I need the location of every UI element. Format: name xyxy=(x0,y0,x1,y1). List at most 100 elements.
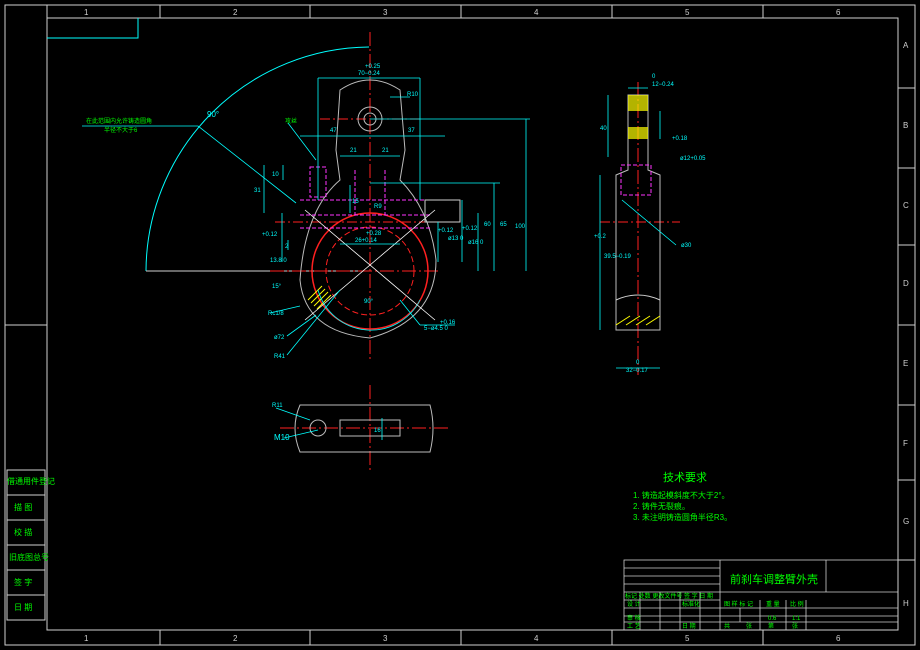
tb-scale-val: 1:1 xyxy=(792,616,801,622)
tb-weight-label: 重 量 xyxy=(766,600,780,608)
top-left-box xyxy=(47,18,139,39)
dim-tol-012a: +0.12 xyxy=(262,232,278,238)
col-label-4b: 4 xyxy=(534,634,539,643)
tech-item-2: 2. 铸件无裂痕。 xyxy=(633,501,690,511)
outer-frame xyxy=(4,4,916,646)
side-table-row-3: 校 描 xyxy=(14,527,32,537)
tech-item-1: 1. 铸造起模斜度不大于2°。 xyxy=(633,490,730,500)
bottom-slot xyxy=(339,419,401,437)
dim-r10: R10 xyxy=(407,92,419,98)
row-label-b: B xyxy=(903,121,908,130)
row-label-h: H xyxy=(903,599,909,608)
dim-tol-012b: +0.12 xyxy=(438,228,454,234)
dim-100: 100 xyxy=(515,224,526,230)
col-label-4: 4 xyxy=(534,8,539,17)
front-view: 90° 在此范围内允许铸造圆角 半径不大于6 攻丝 +0.25 70−0.24 … xyxy=(82,32,530,360)
body-outline xyxy=(299,79,437,339)
dim-138: 13.8 0 xyxy=(270,258,287,264)
dim-15: 15 xyxy=(352,199,359,205)
bottom-dims xyxy=(275,407,383,440)
dim-31: 31 xyxy=(254,188,261,194)
gear-inner xyxy=(325,226,415,316)
tb-std: 标准化 xyxy=(682,600,700,608)
tech-title: 技术要求 xyxy=(663,471,707,484)
zone-ticks xyxy=(5,5,915,645)
col-label-6: 6 xyxy=(836,8,841,17)
dim-21a: 21 xyxy=(350,148,357,154)
col-label-6b: 6 xyxy=(836,634,841,643)
tb-labels-row: 标记 处数 更改文件号 签 字 日 期 xyxy=(625,592,713,600)
dim-tol-028: +0.28 xyxy=(366,231,382,237)
side-view: 0 12−0.24 40 +0.18 ø12+0.05 +0.2 39.5−0.… xyxy=(594,74,706,375)
dim-r41: R41 xyxy=(274,354,286,360)
inner-frame xyxy=(46,17,899,631)
side-hidden xyxy=(620,164,652,196)
casting-arc xyxy=(145,46,370,272)
dim-37: 37 xyxy=(408,128,415,134)
dim-5x: 5−ø4.5 0 xyxy=(424,326,449,332)
break-line xyxy=(615,294,661,301)
tb-scale-label: 比 例 xyxy=(790,600,804,608)
bottom-hole xyxy=(309,419,327,437)
bottom-dim-16: 16 xyxy=(374,428,381,434)
tap-label: 攻丝 xyxy=(285,117,297,125)
title-block xyxy=(623,559,899,631)
side-table-row-6: 日 期 xyxy=(14,603,32,612)
dim-10: 10 xyxy=(272,172,279,178)
gear-circle xyxy=(311,212,429,330)
side-hatch-top xyxy=(628,95,648,111)
side-dim-30: ø30 xyxy=(681,243,692,249)
dim-15deg: 15° xyxy=(272,284,282,290)
hidden-lines xyxy=(300,166,430,229)
dim-72: ø72 xyxy=(274,335,285,341)
side-dim-12b: ø12+0.05 xyxy=(680,156,706,162)
dim-13: ø13 0 xyxy=(448,236,464,242)
dim-2: 2 xyxy=(285,244,289,250)
side-tol-018: +0.18 xyxy=(672,136,688,142)
side-dim-12: 12−0.24 xyxy=(652,82,675,88)
dim-21b: 21 xyxy=(382,148,389,154)
col-label-1: 1 xyxy=(84,8,89,17)
tb-weight-val: 0.6 xyxy=(768,616,777,622)
dim-65: 65 xyxy=(500,222,507,228)
side-dim-32: 32−0.17 xyxy=(626,368,649,374)
side-table-row-5: 签 字 xyxy=(14,577,32,587)
dim-tol-top: +0.25 xyxy=(365,64,381,70)
dim-26: 26+0.14 xyxy=(355,238,378,244)
tb-craft: 工 艺 xyxy=(627,622,641,630)
row-label-d: D xyxy=(903,279,909,288)
tb-date: 日 期 xyxy=(682,622,696,630)
col-label-1b: 1 xyxy=(84,634,89,643)
dim-tol-012c: +0.12 xyxy=(462,226,478,232)
dim-r9: R9 xyxy=(374,204,382,210)
side-table-row-2: 描 图 xyxy=(14,502,32,512)
dimension-lines xyxy=(263,77,530,331)
tb-sheets-unit: 张 xyxy=(746,622,752,630)
dim-rc: Rc1/8 xyxy=(268,311,284,317)
col-label-3b: 3 xyxy=(383,634,388,643)
dim-47: 47 xyxy=(330,128,337,134)
bottom-dim-r11: R11 xyxy=(272,403,283,409)
side-dims xyxy=(599,87,677,369)
row-label-f: F xyxy=(903,439,908,448)
side-dim-40: 40 xyxy=(600,126,607,132)
casting-note: 在此范围内允许铸造圆角 xyxy=(86,117,152,125)
side-tol-0b: 0 xyxy=(636,360,640,366)
row-label-c: C xyxy=(903,201,909,210)
tb-sheet: 第 xyxy=(768,622,774,630)
bottom-dim-m10: M10 xyxy=(274,433,290,442)
side-tol-0: 0 xyxy=(652,74,656,80)
side-dim-39: 39.5−0.19 xyxy=(604,254,632,260)
col-label-2b: 2 xyxy=(233,634,238,643)
tb-check: 审 核 xyxy=(627,614,641,622)
row-label-g: G xyxy=(903,517,909,526)
part-name: 前刹车调整臂外壳 xyxy=(730,572,818,586)
row-label-a: A xyxy=(903,41,909,50)
right-lug xyxy=(424,199,461,223)
bottom-view: R11 M10 16 xyxy=(272,385,450,470)
tb-sheet-unit: 张 xyxy=(792,622,798,630)
angle-90-label: 90° xyxy=(207,110,219,119)
dim-16: ø16 0 xyxy=(468,240,484,246)
dim-60: 60 xyxy=(484,222,491,228)
